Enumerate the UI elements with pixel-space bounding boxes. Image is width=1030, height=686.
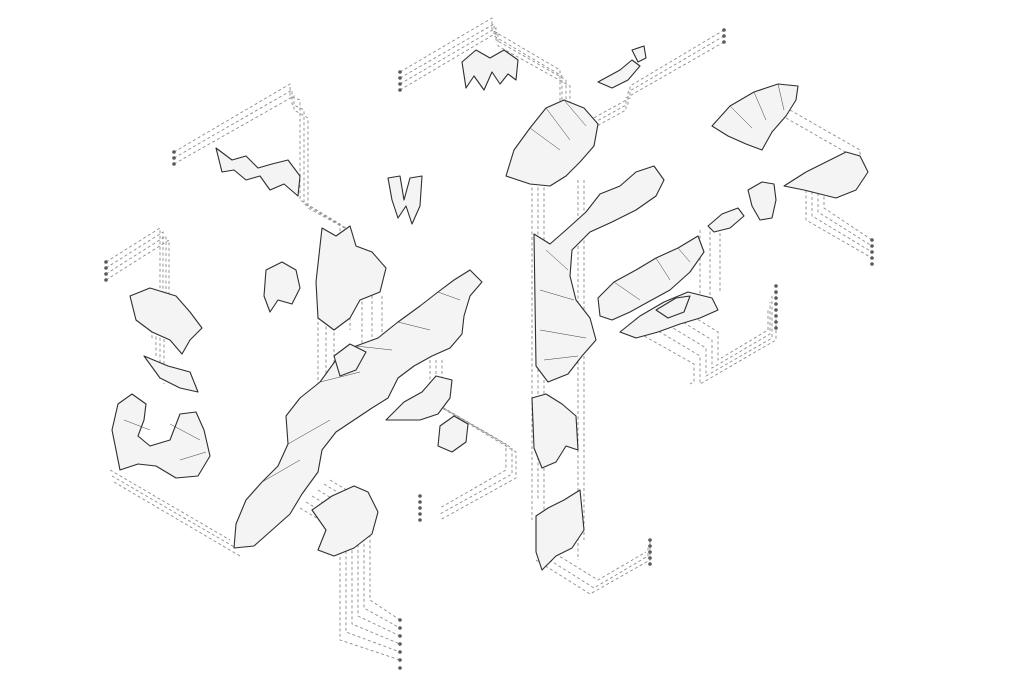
terminal-dots-far-left xyxy=(104,260,108,282)
leader-lines-top-right xyxy=(585,28,726,133)
terminal-dots-top-right xyxy=(722,28,726,44)
terminal-dots-right xyxy=(774,284,778,330)
mesh-fragment-right-pieces xyxy=(707,207,745,233)
terminal-dots-center xyxy=(418,494,422,522)
terminal-dots-pillar xyxy=(648,538,652,566)
mesh-fragment-left-shard xyxy=(143,355,199,393)
mesh-fragment-bottom-cluster xyxy=(311,485,379,557)
mesh-fragments xyxy=(111,45,869,571)
mesh-fragment-far-right xyxy=(783,151,869,199)
terminal-dots-far-right xyxy=(870,238,874,266)
mesh-fragment-right-curl xyxy=(747,181,777,221)
mesh-fragment-pillar-base xyxy=(535,489,585,571)
mesh-fragment-hook xyxy=(111,393,211,479)
leader-lines-right xyxy=(629,222,778,385)
mesh-fragment-right-tongue xyxy=(711,83,799,151)
mesh-fragment-top-wisp xyxy=(597,59,641,89)
terminal-dots-upper-left xyxy=(172,150,176,166)
mesh-fragment-branch-stub xyxy=(333,343,367,377)
mesh-fragment-top-wisp-2 xyxy=(631,45,647,63)
mesh-fragment-left-column xyxy=(315,225,387,331)
terminal-dots-top-center xyxy=(398,70,402,92)
mesh-fragment-pillar-body xyxy=(533,165,665,383)
mesh-fragment-center-knot xyxy=(437,415,469,453)
mesh-fragment-top-block xyxy=(461,49,519,91)
mesh-fragment-thin-verticals xyxy=(387,175,423,225)
mesh-fragment-jagged-strip xyxy=(215,147,301,197)
mesh-fragment-right-arm xyxy=(597,235,705,321)
terminal-dots-bottom-left xyxy=(398,618,402,670)
mesh-fragment-center-shards xyxy=(385,375,453,421)
mesh-fragment-left-plate xyxy=(129,287,203,355)
mesh-fragment-pillar-head xyxy=(505,99,599,187)
mesh-fragment-wedge-small xyxy=(655,295,691,319)
mesh-fragment-main-branch xyxy=(233,269,483,549)
mesh-edge-detail xyxy=(123,83,785,483)
mesh-fragment-pillar-middle xyxy=(531,393,579,469)
mesh-fragment-left-curls xyxy=(263,261,301,313)
